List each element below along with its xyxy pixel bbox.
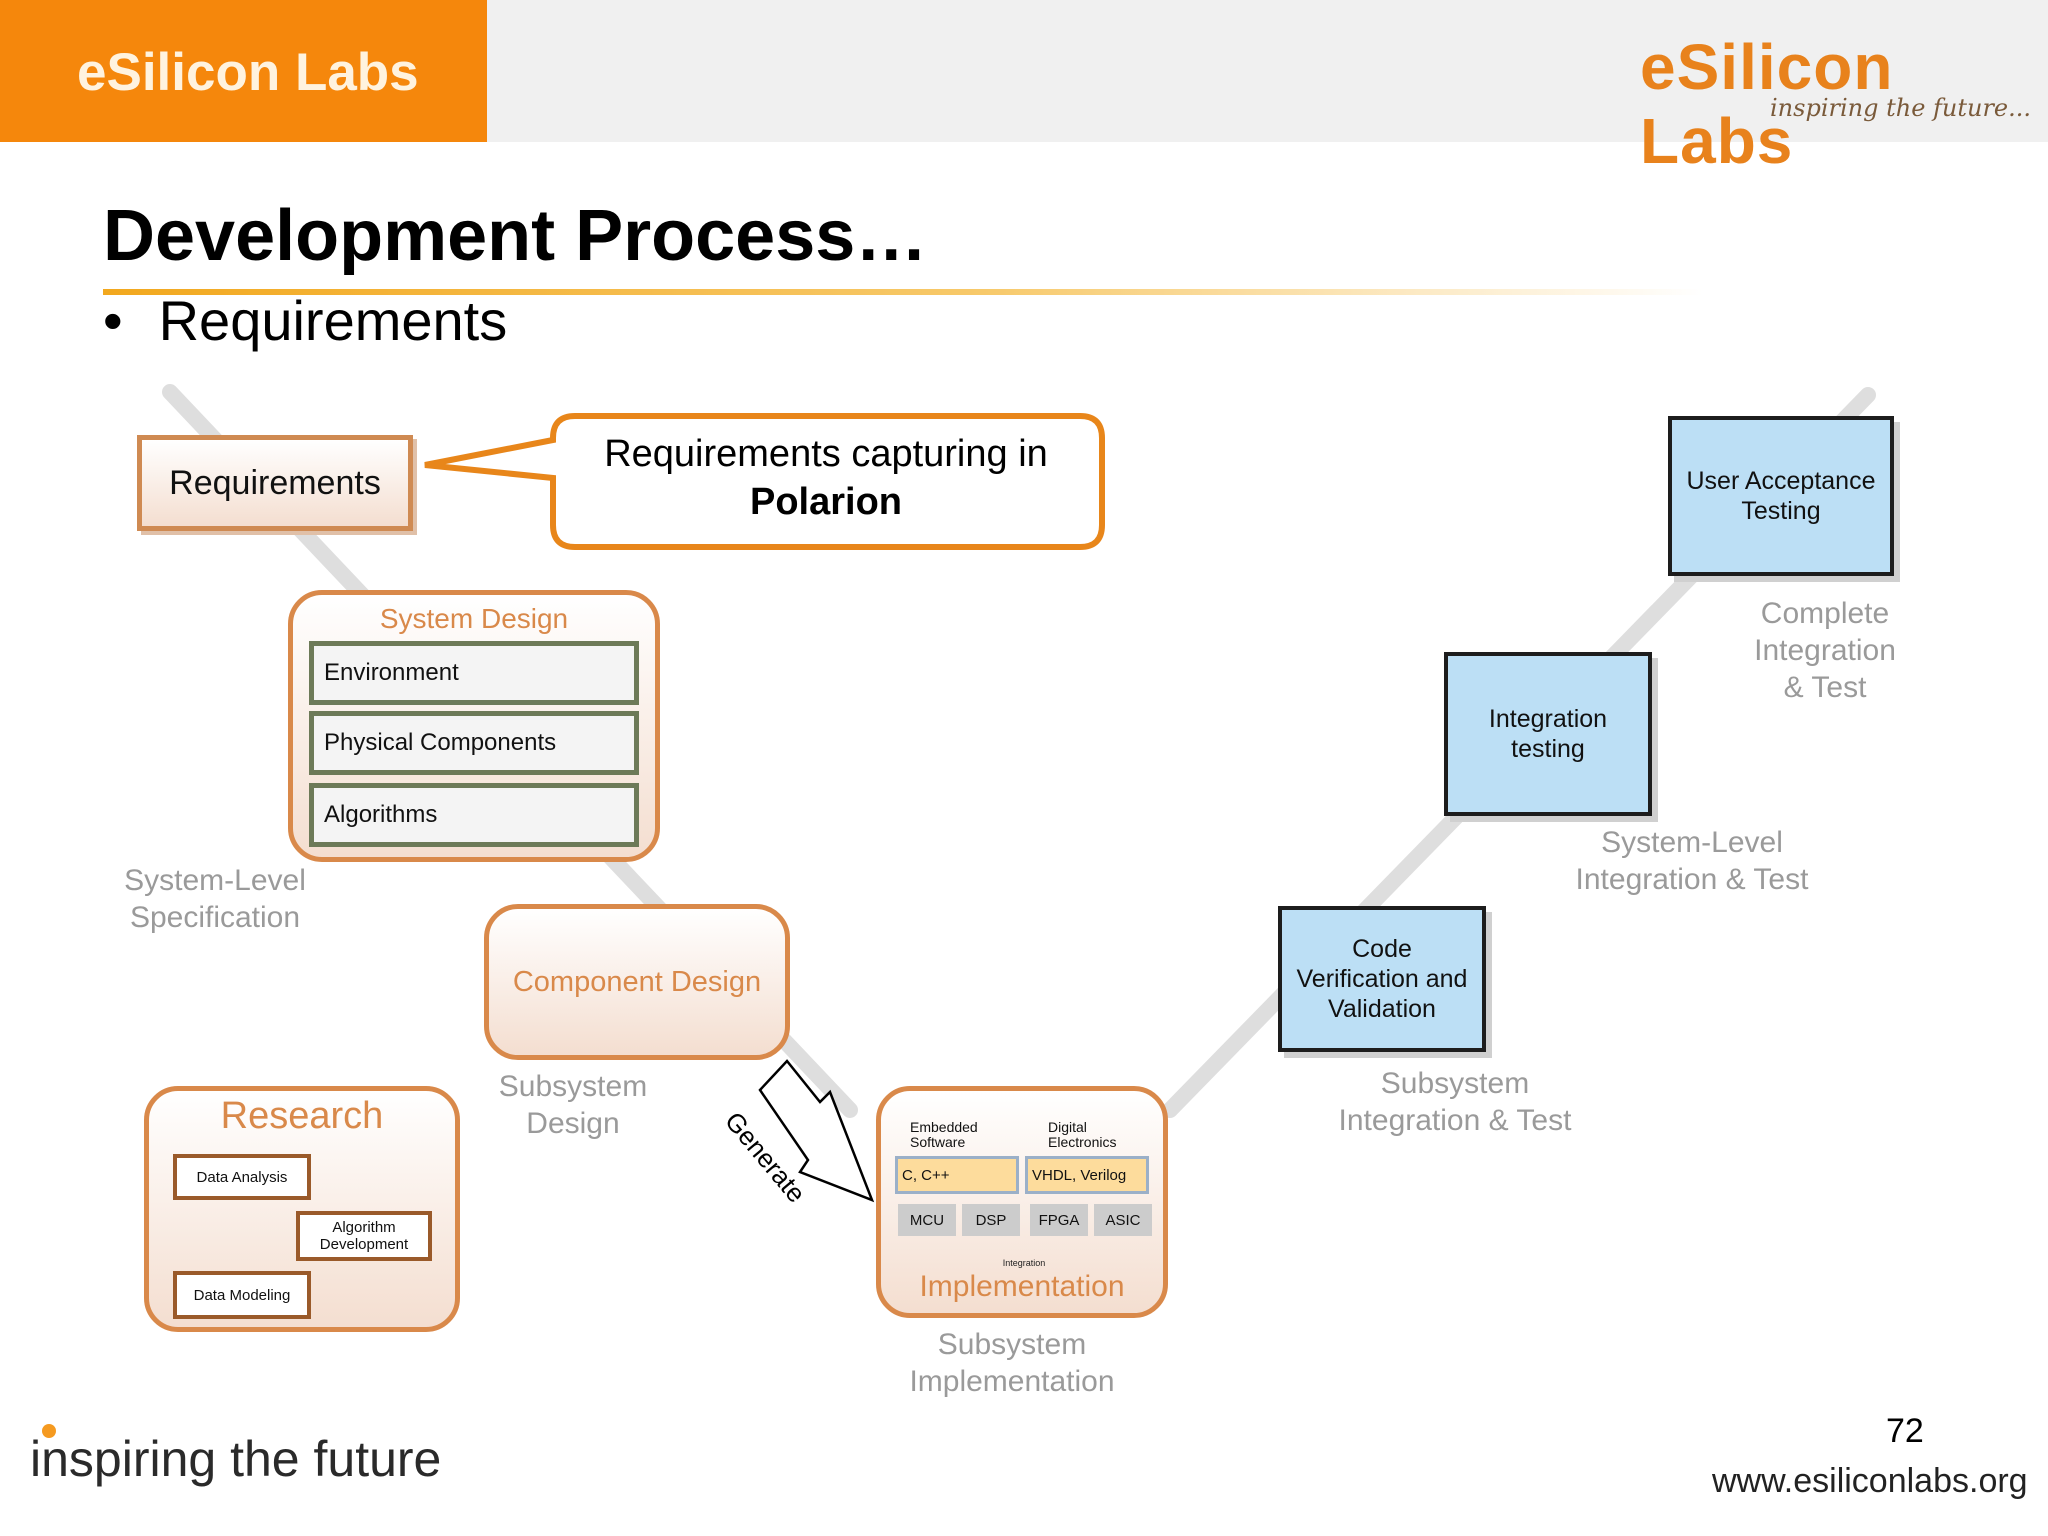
slogan-dot-icon xyxy=(42,1424,56,1438)
page-number: 72 xyxy=(1886,1412,1924,1450)
logo-text: eSilicon Labs xyxy=(1640,31,1894,177)
research-item-data-modeling: Data Modeling xyxy=(173,1271,311,1319)
component-design-label: Component Design xyxy=(512,965,762,998)
user-acceptance-box: User Acceptance Testing xyxy=(1668,416,1894,576)
research-item-data-analysis: Data Analysis xyxy=(173,1154,311,1200)
slide-title: Development Process… xyxy=(103,196,928,276)
callout-bubble xyxy=(424,413,1105,550)
stage-label-subsystem-impl: Subsystem Implementation xyxy=(909,1328,1115,1398)
bullet-dot: • xyxy=(103,289,123,352)
stage-label-subsystem-design: Subsystem Design xyxy=(498,1070,648,1140)
logo-tagline: inspiring the future... xyxy=(1770,94,2032,122)
impl-chip-fpga: FPGA xyxy=(1030,1204,1088,1236)
implementation-title: Implementation xyxy=(919,1270,1125,1303)
impl-lang-hdl: VHDL, Verilog xyxy=(1025,1156,1149,1194)
integration-testing-box: Integration testing xyxy=(1444,652,1652,816)
research-item-algorithm-development: Algorithm Development xyxy=(296,1211,432,1261)
impl-chip-asic: ASIC xyxy=(1094,1204,1152,1236)
bullet-item: • Requirements xyxy=(103,288,507,353)
stage-label-system-spec: System-Level Specification xyxy=(124,864,306,934)
impl-lang-c: C, C++ xyxy=(895,1156,1019,1194)
system-design-item: Environment xyxy=(309,641,639,705)
impl-col2-label: Digital Electronics xyxy=(1048,1119,1117,1150)
impl-chip-mcu: MCU xyxy=(898,1204,956,1236)
stage-label-subsystem-int: Subsystem Integration & Test xyxy=(1338,1067,1572,1137)
callout-line2: Polarion xyxy=(749,481,903,523)
impl-col1-label: Embedded Software xyxy=(910,1119,978,1150)
generate-arrow xyxy=(758,1059,875,1203)
system-design-item: Physical Components xyxy=(309,711,639,775)
system-design-item: Algorithms xyxy=(309,783,639,847)
impl-chip-dsp: DSP xyxy=(962,1204,1020,1236)
impl-integration-label: Integration xyxy=(1002,1258,1046,1268)
title-underline xyxy=(103,289,1703,295)
stage-label-system-int: System-Level Integration & Test xyxy=(1575,826,1809,896)
stage-label-complete-int: Complete Integration & Test xyxy=(1754,597,1896,704)
system-design-box: System Design Environment Physical Compo… xyxy=(288,590,660,862)
code-verification-box: Code Verification and Validation xyxy=(1278,906,1486,1052)
requirements-box-label: Requirements xyxy=(169,463,381,502)
footer-url: www.esiliconlabs.org xyxy=(1712,1462,2028,1500)
callout-text: Requirements capturing in Polarion xyxy=(556,430,1096,526)
implementation-box xyxy=(876,1086,1168,1318)
component-design-box: Component Design xyxy=(484,904,790,1060)
footer-slogan-text: inspiring the future xyxy=(30,1431,442,1487)
header-brand-block xyxy=(0,0,487,142)
research-title: Research xyxy=(220,1095,384,1137)
header-brand-text: eSilicon Labs xyxy=(77,43,419,102)
system-design-title: System Design xyxy=(379,603,569,634)
callout-line1: Requirements capturing in xyxy=(604,433,1048,475)
footer-slogan: inspiring the future xyxy=(30,1424,442,1488)
requirements-box: Requirements xyxy=(137,435,413,531)
bullet-text: Requirements xyxy=(158,289,508,352)
